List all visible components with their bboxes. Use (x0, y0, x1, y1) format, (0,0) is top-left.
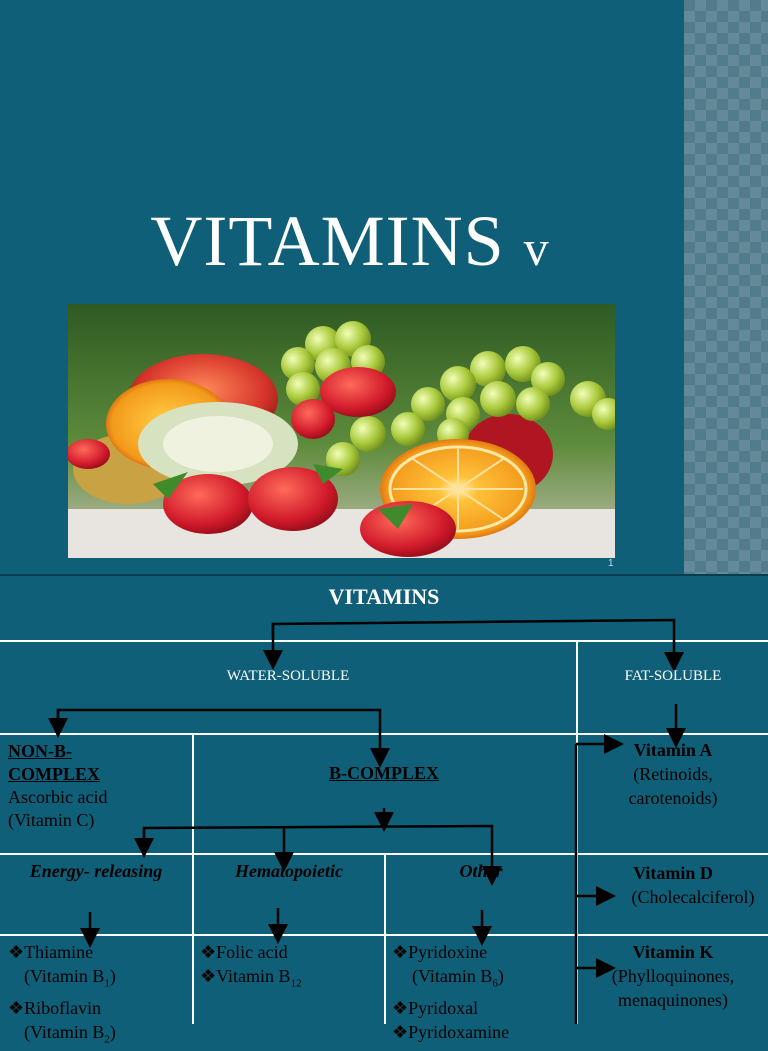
pyridoxamine-item: ❖Pyridoxamine (392, 1021, 510, 1042)
fruit-photo (68, 304, 615, 558)
grid-line (0, 733, 768, 735)
other-label: Other (459, 861, 503, 881)
vitamin-a-line2: carotenoids) (628, 788, 718, 808)
other-items: ❖Pyridoxine (Vitamin B6) ❖Pyridoxal ❖Pyr… (392, 940, 576, 1044)
non-b-complex-heading-2: COMPLEX (8, 764, 100, 784)
diagram-connectors (48, 618, 686, 1024)
vitamin-a-cell: Vitamin A (Retinoids, carotenoids) (578, 738, 768, 810)
grid-line (192, 733, 194, 1024)
slide-title: VITAMINS v (150, 201, 550, 281)
grid-line (384, 853, 386, 1024)
vitamin-k-cell: Vitamin K (Phylloquinones, menaquinones) (578, 940, 768, 1012)
decorative-pattern-panel (684, 0, 768, 574)
vitamin-b12-item: ❖Vitamin B12 (200, 966, 302, 990)
slide-separator (0, 574, 768, 576)
b-complex-label: B-COMPLEX (329, 763, 439, 783)
vitamin-k-name: Vitamin K (632, 942, 714, 962)
pyridoxal-item: ❖Pyridoxal (392, 997, 479, 1018)
vitamin-b6-item: (Vitamin B6) (412, 966, 504, 990)
title-slide: VITAMINS v (68, 0, 768, 574)
diagram-title: VITAMINS (328, 584, 440, 609)
riboflavin-item: ❖Riboflavin (8, 997, 102, 1018)
water-soluble-label: WATER-SOLUBLE (226, 668, 350, 684)
vitamin-c: (Vitamin C) (8, 810, 95, 830)
grid-line (0, 934, 768, 936)
energy-releasing-label: Energy- releasing (29, 861, 163, 881)
non-b-complex-heading-1: NON-B- (8, 741, 72, 761)
grid-line (0, 640, 768, 642)
slide-number: 1 (608, 558, 614, 569)
vitamins-classification-slide: VITAMINS WATER-SOLUBLE FAT-SOLUBLE NON-B… (0, 576, 768, 1045)
vitamin-d-line1: (Cholecalciferol) (631, 887, 755, 907)
vitamin-b1-item: (Vitamin B1) (24, 966, 116, 990)
pyridoxine-item: ❖Pyridoxine (392, 942, 488, 962)
non-b-complex-cell: NON-B- COMPLEX Ascorbic acid (Vitamin C) (8, 740, 188, 832)
vitamin-a-name: Vitamin A (633, 740, 713, 760)
vitamin-k-line1: (Phylloquinones, (611, 966, 735, 986)
vitamin-d-cell: Vitamin D (Cholecalciferol) (578, 861, 768, 909)
fat-soluble-label: FAT-SOLUBLE (624, 668, 722, 684)
vitamin-d-name: Vitamin D (633, 863, 713, 883)
thiamine-item: ❖Thiamine (8, 942, 94, 962)
vitamin-b2-item: (Vitamin B2) (24, 1021, 116, 1046)
ascorbic-acid: Ascorbic acid (8, 787, 108, 807)
hematopoietic-label: Hematopoietic (235, 861, 343, 881)
folic-acid-item: ❖Folic acid (200, 942, 288, 962)
hematopoietic-items: ❖Folic acid ❖Vitamin B12 (200, 940, 382, 996)
energy-items: ❖Thiamine (Vitamin B1) ❖Riboflavin (Vita… (8, 940, 190, 1051)
vitamin-k-line2: menaquinones) (618, 990, 728, 1010)
vitamin-a-line1: (Retinoids, (633, 764, 713, 784)
